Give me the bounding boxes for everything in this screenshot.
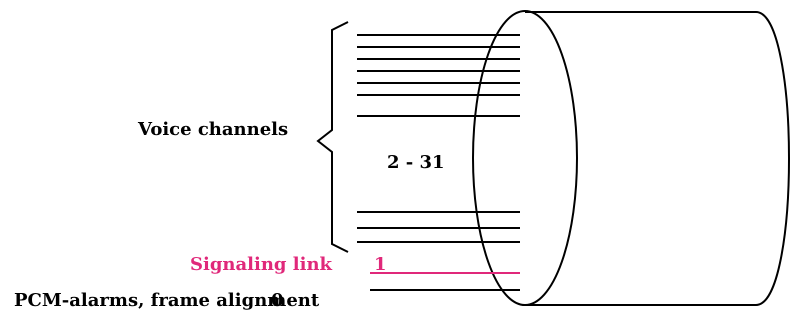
- voice-channels-label: Voice channels: [138, 119, 289, 140]
- pcm-alarms-label: PCM-alarms, frame alignment: [14, 290, 320, 311]
- voice-channel-lines-upper: [357, 34, 520, 117]
- signaling-link-label: Signaling link: [190, 254, 333, 275]
- channel-range-label: 2 - 31: [387, 152, 445, 173]
- trunk-cylinder: [472, 10, 790, 306]
- voice-channels-brace: [316, 21, 349, 253]
- pcm-channel-number: 0: [271, 290, 284, 311]
- signaling-channel-number: 1: [374, 254, 387, 275]
- voice-channel-lines-lower: [357, 211, 520, 243]
- cylinder-front-face: [472, 10, 578, 306]
- cylinder-back-face: [755, 11, 790, 306]
